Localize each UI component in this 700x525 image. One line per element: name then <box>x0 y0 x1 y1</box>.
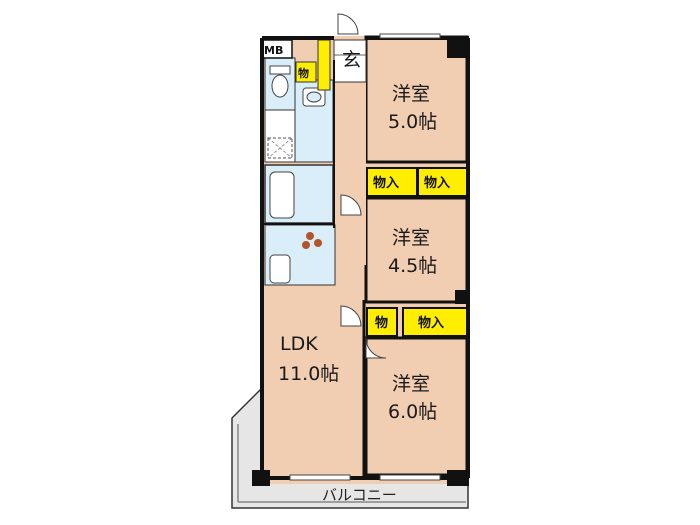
bathtub <box>269 171 295 219</box>
windows <box>289 33 441 481</box>
storage-hall <box>295 61 317 83</box>
meter-box-label: MB <box>264 44 283 57</box>
pillar-sw <box>252 470 270 486</box>
room-western-2-size: 4.5帖 <box>388 255 437 277</box>
room-western-3-size: 6.0帖 <box>388 401 437 423</box>
toilet-fixture <box>271 74 289 98</box>
storage-closet-1-label: 物入 <box>373 175 399 191</box>
room-western-3-name: 洋室 <box>392 373 430 395</box>
room-ldk-name: LDK <box>280 333 318 355</box>
balcony-label: バルコニー <box>322 486 397 504</box>
storage-closet-4-label: 物入 <box>418 315 444 331</box>
pillar-ne <box>447 36 469 58</box>
kitchen-sink <box>269 254 291 284</box>
storage-closet-3 <box>366 307 398 337</box>
storage-entrance <box>317 39 331 91</box>
entrance-label: 玄 <box>342 49 361 71</box>
room-western-3 <box>364 336 469 477</box>
pillar-se <box>447 470 469 486</box>
storage-closet-2-label: 物入 <box>424 175 450 191</box>
doors <box>337 13 387 359</box>
room-ldk-size: 11.0帖 <box>278 363 339 385</box>
room-western-1-name: 洋室 <box>392 83 430 105</box>
storage-closet-4 <box>402 307 468 337</box>
pillar-mid <box>455 290 469 304</box>
room-western-2 <box>364 196 469 304</box>
laundry-area <box>264 109 296 163</box>
room-western-1-size: 5.0帖 <box>388 111 437 133</box>
storage-hall-label: 物 <box>298 66 309 80</box>
washer-space <box>267 137 293 159</box>
storage-closet-3-label: 物 <box>375 315 388 331</box>
storage-closet-1 <box>366 167 418 197</box>
room-western-2-name: 洋室 <box>392 227 430 249</box>
stove-icon <box>302 232 322 249</box>
